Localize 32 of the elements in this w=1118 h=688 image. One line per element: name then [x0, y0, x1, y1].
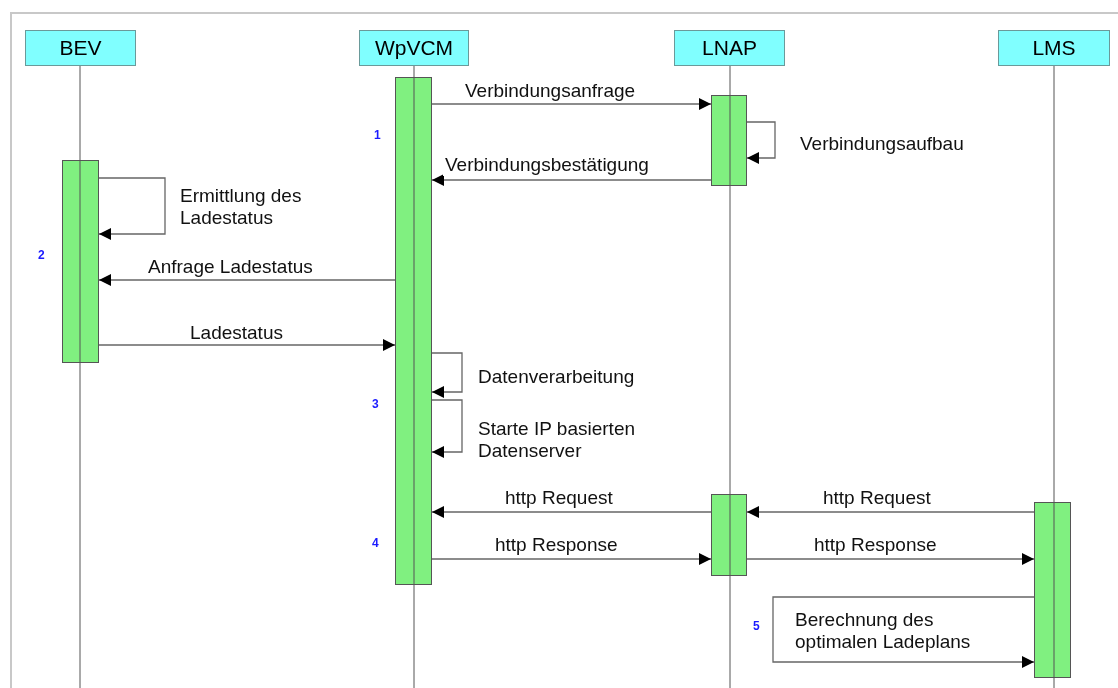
- message-label: Starte IP basierten Datenserver: [478, 418, 637, 462]
- activation-bar: [711, 95, 747, 186]
- self-message-arrow: [746, 121, 776, 164]
- message-label: Ermittlung des Ladestatus: [180, 185, 303, 229]
- step-number: 3: [372, 397, 379, 411]
- message-arrow: [431, 98, 712, 110]
- message-arrow: [746, 553, 1035, 565]
- step-number: 5: [753, 619, 760, 633]
- step-number: 1: [374, 128, 381, 142]
- step-number: 2: [38, 248, 45, 262]
- message-arrow: [746, 506, 1035, 518]
- lifeline-header: LMS: [998, 30, 1110, 66]
- activation-bar: [1034, 502, 1071, 678]
- message-label: Berechnung des optimalen Ladeplans: [795, 609, 972, 653]
- self-message-arrow: [431, 399, 463, 458]
- self-message-arrow: [98, 177, 166, 240]
- activation-bar: [62, 160, 99, 363]
- message-arrow: [431, 506, 712, 518]
- lifeline-header: BEV: [25, 30, 136, 66]
- self-message-arrow: [772, 596, 1035, 668]
- lifeline-header: LNAP: [674, 30, 785, 66]
- activation-bar: [395, 77, 432, 585]
- message-arrow: [431, 553, 712, 565]
- step-number: 4: [372, 536, 379, 550]
- message-label: Datenverarbeitung: [478, 366, 635, 388]
- message-arrow: [98, 274, 396, 286]
- activation-bar: [711, 494, 747, 576]
- message-arrow: [431, 174, 712, 186]
- self-message-arrow: [431, 352, 463, 398]
- message-label: Verbindungsaufbau: [800, 133, 964, 155]
- lifeline-header: WpVCM: [359, 30, 469, 66]
- message-arrow: [98, 339, 396, 351]
